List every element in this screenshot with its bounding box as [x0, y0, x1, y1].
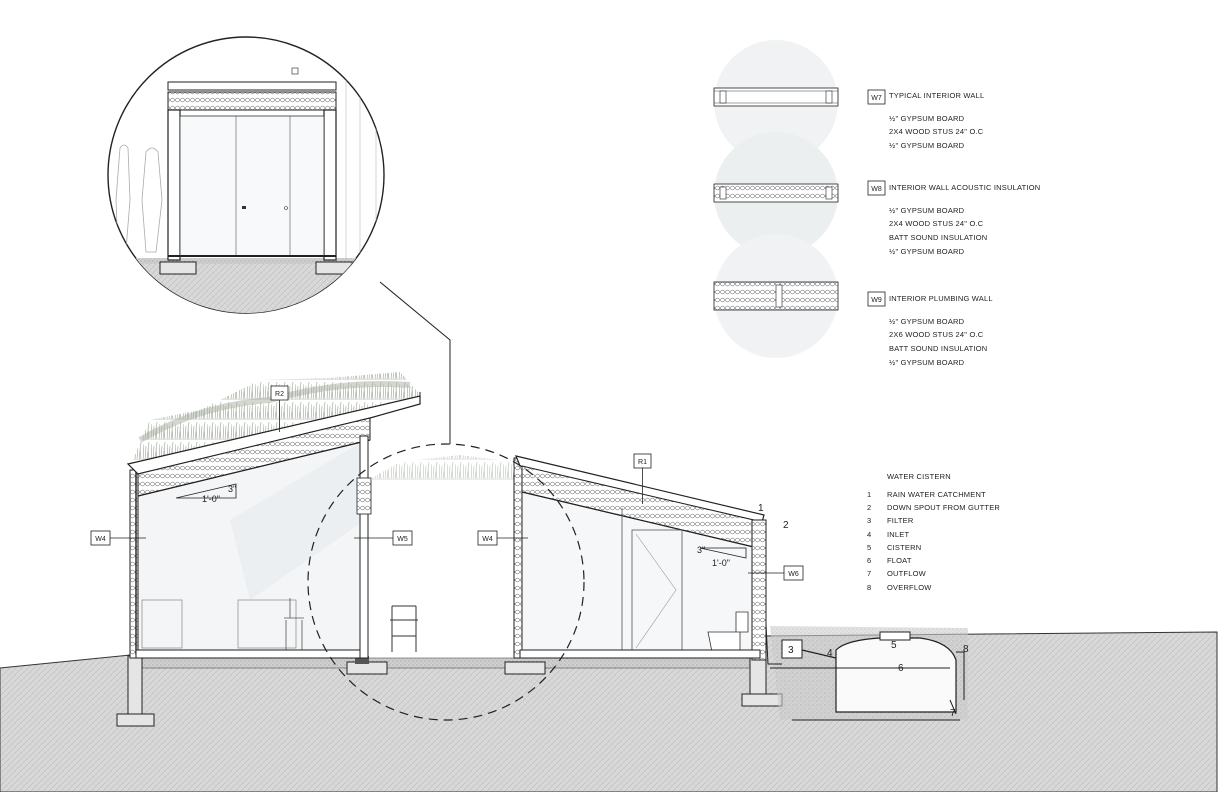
svg-text:7: 7: [950, 708, 956, 719]
wall-type-bubbles: [713, 40, 839, 358]
svg-text:3: 3: [867, 516, 871, 525]
detail-callout-circle: [307, 443, 585, 721]
svg-text:W9: W9: [871, 297, 882, 304]
svg-text:1: 1: [758, 503, 764, 514]
svg-text:½" GYPSUM BOARD: ½" GYPSUM BOARD: [889, 247, 965, 256]
cistern-legend: WATER CISTERN 1 RAIN WATER CATCHMENT 2 D…: [867, 472, 1000, 592]
tag-w6: W6: [748, 565, 804, 581]
cistern-legend-title: WATER CISTERN: [887, 472, 951, 481]
svg-text:8: 8: [867, 583, 871, 592]
svg-text:6: 6: [867, 556, 871, 565]
svg-text:8: 8: [963, 644, 969, 655]
svg-text:4: 4: [827, 648, 833, 659]
svg-text:1: 1: [867, 490, 871, 499]
svg-text:W4: W4: [482, 536, 493, 543]
tag-w4-left: W4: [90, 530, 146, 546]
leader-line: [379, 281, 451, 444]
svg-text:5: 5: [867, 543, 871, 552]
footing-mid: [346, 656, 546, 675]
slope-right-run: 1'-0": [712, 558, 730, 568]
tag-r2: R2: [270, 385, 289, 432]
svg-text:W7: W7: [871, 95, 882, 102]
slope-left-rise: 3": [228, 484, 236, 494]
svg-text:W6: W6: [788, 571, 799, 578]
wall-type-w8: W8 INTERIOR WALL ACOUSTIC INSULATION ½" …: [867, 180, 1040, 256]
svg-text:W8: W8: [871, 186, 882, 193]
svg-text:2: 2: [783, 520, 789, 531]
svg-text:DOWN SPOUT FROM GUTTER: DOWN SPOUT FROM GUTTER: [887, 503, 1000, 512]
cistern-legend-items: 1 RAIN WATER CATCHMENT 2 DOWN SPOUT FROM…: [867, 490, 1000, 592]
wall-type-legend: W7 TYPICAL INTERIOR WALL ½" GYPSUM BOARD…: [867, 89, 1040, 367]
svg-text:FLOAT: FLOAT: [887, 556, 912, 565]
svg-text:R1: R1: [638, 459, 647, 466]
svg-text:7: 7: [867, 569, 871, 578]
svg-text:5: 5: [891, 640, 897, 651]
svg-text:R2: R2: [275, 391, 284, 398]
cistern-markers: 1 2 3 4 5 6 7 8: [758, 503, 969, 719]
svg-text:RAIN WATER CATCHMENT: RAIN WATER CATCHMENT: [887, 490, 986, 499]
svg-text:½" GYPSUM BOARD: ½" GYPSUM BOARD: [889, 141, 965, 150]
svg-text:½" GYPSUM BOARD: ½" GYPSUM BOARD: [889, 358, 965, 367]
svg-text:6: 6: [898, 663, 904, 674]
wall-type-w9: W9 INTERIOR PLUMBING WALL ½" GYPSUM BOAR…: [867, 291, 993, 367]
svg-text:2X4 WOOD STUS 24" O.C: 2X4 WOOD STUS 24" O.C: [889, 219, 984, 228]
svg-text:3: 3: [788, 645, 794, 656]
footing-left: [116, 655, 155, 727]
right-volume: [368, 455, 767, 661]
svg-text:FILTER: FILTER: [887, 516, 914, 525]
svg-text:OUTFLOW: OUTFLOW: [887, 569, 927, 578]
svg-text:½" GYPSUM BOARD: ½" GYPSUM BOARD: [889, 114, 965, 123]
gravel-bed: [139, 657, 761, 669]
svg-text:W4: W4: [95, 536, 106, 543]
svg-text:W5: W5: [397, 536, 408, 543]
svg-text:INTERIOR WALL ACOUSTIC INSULAT: INTERIOR WALL ACOUSTIC INSULATION: [889, 183, 1040, 192]
wall-type-w7: W7 TYPICAL INTERIOR WALL ½" GYPSUM BOARD…: [867, 89, 984, 150]
cistern-system: [765, 623, 968, 721]
door-detail-bubble: [107, 36, 385, 314]
svg-text:2X6 WOOD STUS 24" O.C: 2X6 WOOD STUS 24" O.C: [889, 330, 984, 339]
slope-right-rise: 3": [697, 545, 705, 555]
svg-text:2: 2: [867, 503, 871, 512]
svg-text:TYPICAL INTERIOR WALL: TYPICAL INTERIOR WALL: [889, 91, 984, 100]
svg-text:INTERIOR PLUMBING WALL: INTERIOR PLUMBING WALL: [889, 294, 993, 303]
svg-text:BATT SOUND INSULATION: BATT SOUND INSULATION: [889, 233, 987, 242]
tag-w4-mid: W4: [477, 530, 528, 546]
svg-text:4: 4: [867, 530, 871, 539]
svg-text:½" GYPSUM BOARD: ½" GYPSUM BOARD: [889, 206, 965, 215]
tag-w5: W5: [354, 530, 413, 546]
svg-text:INLET: INLET: [887, 530, 909, 539]
left-volume: [126, 372, 421, 659]
svg-text:CISTERN: CISTERN: [887, 543, 921, 552]
svg-text:2X4 WOOD STUS 24" O.C: 2X4 WOOD STUS 24" O.C: [889, 127, 984, 136]
svg-text:BATT SOUND INSULATION: BATT SOUND INSULATION: [889, 344, 987, 353]
svg-text:OVERFLOW: OVERFLOW: [887, 583, 932, 592]
svg-text:½" GYPSUM BOARD: ½" GYPSUM BOARD: [889, 317, 965, 326]
tag-r1: R1: [633, 453, 652, 504]
wall-w5: [356, 435, 372, 659]
slope-left-run: 1'-0": [202, 494, 220, 504]
